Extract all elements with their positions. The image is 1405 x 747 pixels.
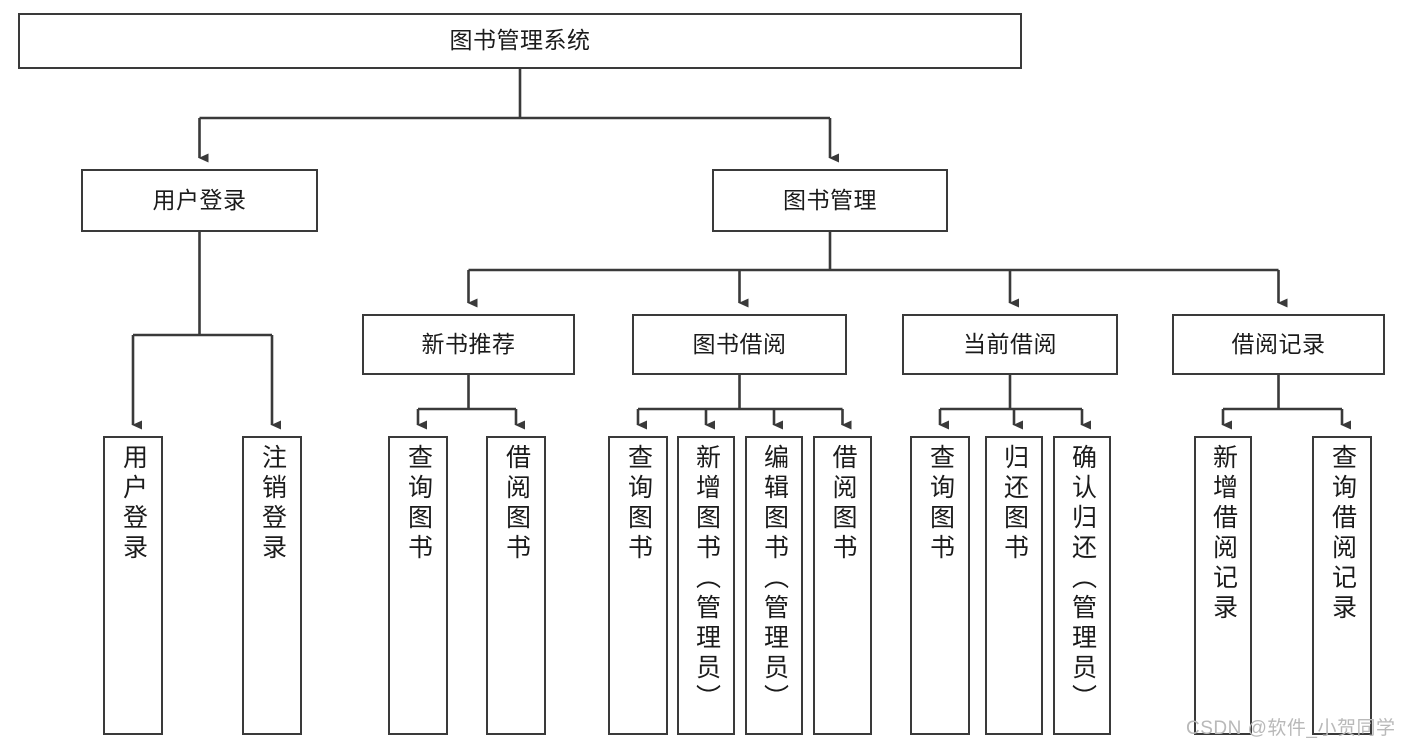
node-book-manage[interactable]: 图书管理 (712, 169, 948, 232)
leaf-add-book-label: 新增图书（管理员） (692, 444, 721, 714)
leaf-borrow-book-2-label: 借阅图书 (829, 444, 857, 564)
node-current-borrow[interactable]: 当前借阅 (902, 314, 1118, 375)
leaf-borrow-book-1-label: 借阅图书 (502, 444, 531, 564)
node-current-borrow-label: 当前借阅 (963, 330, 1057, 357)
node-root-label: 图书管理系统 (449, 27, 591, 54)
leaf-borrow-book-1[interactable]: 借阅图书 (486, 436, 546, 735)
leaf-return-book[interactable]: 归还图书 (985, 436, 1043, 735)
node-book-manage-label: 图书管理 (783, 186, 877, 213)
leaf-logout-label: 注销登录 (258, 444, 287, 564)
node-borrow-record[interactable]: 借阅记录 (1172, 314, 1385, 375)
leaf-query-book-3-label: 查询图书 (926, 444, 955, 564)
node-book-borrow[interactable]: 图书借阅 (632, 314, 847, 375)
leaf-query-book-1[interactable]: 查询图书 (388, 436, 448, 735)
leaf-query-book-1-label: 查询图书 (404, 444, 433, 564)
leaf-user-login[interactable]: 用户登录 (103, 436, 163, 735)
leaf-confirm-return-label: 确认归还（管理员） (1068, 444, 1097, 714)
leaf-edit-book-label: 编辑图书（管理员） (760, 444, 789, 714)
leaf-add-borrow-record[interactable]: 新增借阅记录 (1194, 436, 1252, 735)
leaf-borrow-book-2[interactable]: 借阅图书 (813, 436, 872, 735)
leaf-query-borrow-record-label: 查询借阅记录 (1328, 444, 1357, 624)
leaf-add-borrow-record-label: 新增借阅记录 (1209, 444, 1238, 624)
node-new-book-recommend-label: 新书推荐 (421, 330, 516, 357)
leaf-confirm-return[interactable]: 确认归还（管理员） (1053, 436, 1111, 735)
node-user-login[interactable]: 用户登录 (81, 169, 318, 232)
node-book-borrow-label: 图书借阅 (692, 330, 787, 357)
leaf-query-book-2[interactable]: 查询图书 (608, 436, 668, 735)
leaf-query-book-3[interactable]: 查询图书 (910, 436, 970, 735)
leaf-query-book-2-label: 查询图书 (624, 444, 653, 564)
leaf-add-book[interactable]: 新增图书（管理员） (677, 436, 735, 735)
leaf-logout[interactable]: 注销登录 (242, 436, 302, 735)
leaf-edit-book[interactable]: 编辑图书（管理员） (745, 436, 803, 735)
node-root[interactable]: 图书管理系统 (18, 13, 1022, 69)
leaf-query-borrow-record[interactable]: 查询借阅记录 (1312, 436, 1372, 735)
node-new-book-recommend[interactable]: 新书推荐 (362, 314, 575, 375)
leaf-user-login-label: 用户登录 (119, 444, 148, 564)
leaf-return-book-label: 归还图书 (1000, 444, 1029, 564)
node-user-login-label: 用户登录 (152, 186, 247, 213)
watermark: CSDN @软件_小贺同学 (1186, 718, 1396, 739)
node-borrow-record-label: 借阅记录 (1231, 330, 1326, 357)
